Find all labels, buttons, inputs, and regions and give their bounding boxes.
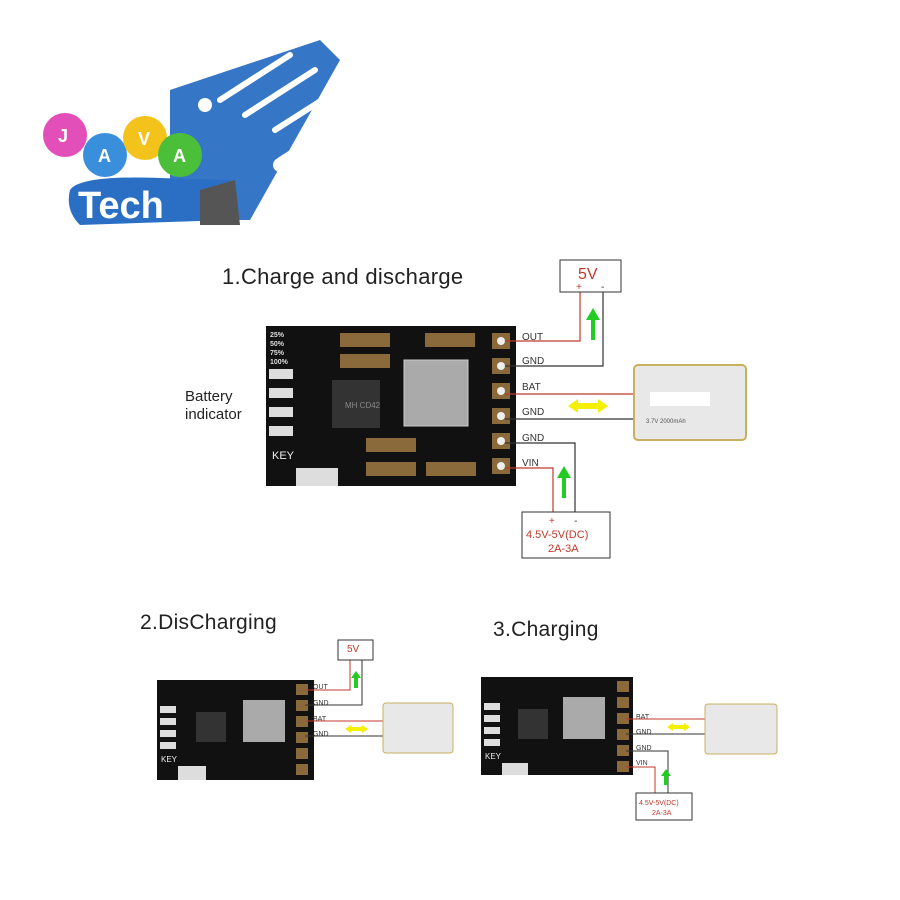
pin-bat: BAT [636, 714, 650, 721]
pin-gnd: GND [522, 433, 544, 444]
logo: Tech J A V A [20, 30, 350, 230]
pin-bat: BAT [522, 382, 541, 393]
java-tech-logo: Tech J A V A [43, 40, 340, 227]
pin-vin: VIN [636, 760, 648, 767]
percent-label: 50% [270, 341, 285, 348]
pcb-board [266, 326, 516, 486]
output-minus: - [601, 282, 604, 293]
chip-label: MH CD42 [345, 401, 381, 410]
percent-label: 75% [270, 350, 285, 357]
output-voltage: 5V [347, 644, 360, 655]
lipo-battery [382, 702, 454, 754]
green-arrow-icon [351, 671, 361, 688]
green-arrow-icon [586, 308, 600, 340]
logo-letter: A [173, 146, 186, 166]
yellow-double-arrow-icon [568, 399, 608, 413]
input-minus: - [574, 516, 577, 527]
section-1-title: 1.Charge and discharge [222, 264, 464, 289]
output-plus: + [576, 282, 582, 293]
green-arrow-icon [557, 466, 571, 498]
pin-gnd: GND [313, 700, 329, 707]
battery-spec: 3.7V 2000mAh [646, 419, 686, 425]
input-current: 2A-3A [548, 543, 579, 555]
input-supply-box [521, 511, 611, 559]
key-label: KEY [485, 752, 502, 761]
logo-word: Tech [78, 185, 164, 227]
section-3-title: 3.Charging [493, 618, 599, 641]
logo-letter: J [58, 126, 68, 146]
yellow-double-arrow-icon [345, 725, 368, 733]
pin-vin: VIN [522, 458, 539, 469]
pin-gnd: GND [636, 745, 652, 752]
output-5v-box [559, 259, 622, 293]
pin-gnd: GND [522, 407, 544, 418]
battery-indicator-line1: Battery [185, 388, 233, 405]
inductor [403, 359, 469, 427]
percent-label: 100% [270, 359, 289, 366]
pin-gnd: GND [636, 729, 652, 736]
key-label: KEY [272, 450, 295, 462]
section-2-title: 2.DisCharging [140, 611, 277, 634]
ic-chip [332, 380, 380, 428]
green-arrow-icon [661, 769, 671, 785]
output-voltage: 5V [578, 266, 598, 283]
pin-bat: BAT [313, 716, 327, 723]
input-plus: + [549, 516, 555, 527]
key-switch [296, 468, 338, 486]
pin-out: OUT [522, 332, 543, 343]
pin-out: OUT [313, 684, 329, 691]
battery-indicator-label: Battery indicator [185, 388, 242, 424]
percent-label: 25% [270, 332, 285, 339]
input-current: 2A-3A [652, 810, 672, 817]
logo-letter: A [98, 146, 111, 166]
lipo-battery [704, 703, 778, 755]
input-voltage: 4.5V-5V(DC) [639, 800, 679, 807]
pcb-board-small [481, 677, 633, 775]
key-label: KEY [161, 755, 178, 764]
yellow-double-arrow-icon [667, 723, 690, 731]
pin-gnd: GND [522, 356, 544, 367]
battery-indicator-line2: indicator [185, 406, 242, 423]
input-voltage: 4.5V-5V(DC) [526, 529, 588, 541]
pin-gnd: GND [313, 731, 329, 738]
pcb-board-small [157, 680, 314, 780]
logo-letter: V [138, 129, 150, 149]
